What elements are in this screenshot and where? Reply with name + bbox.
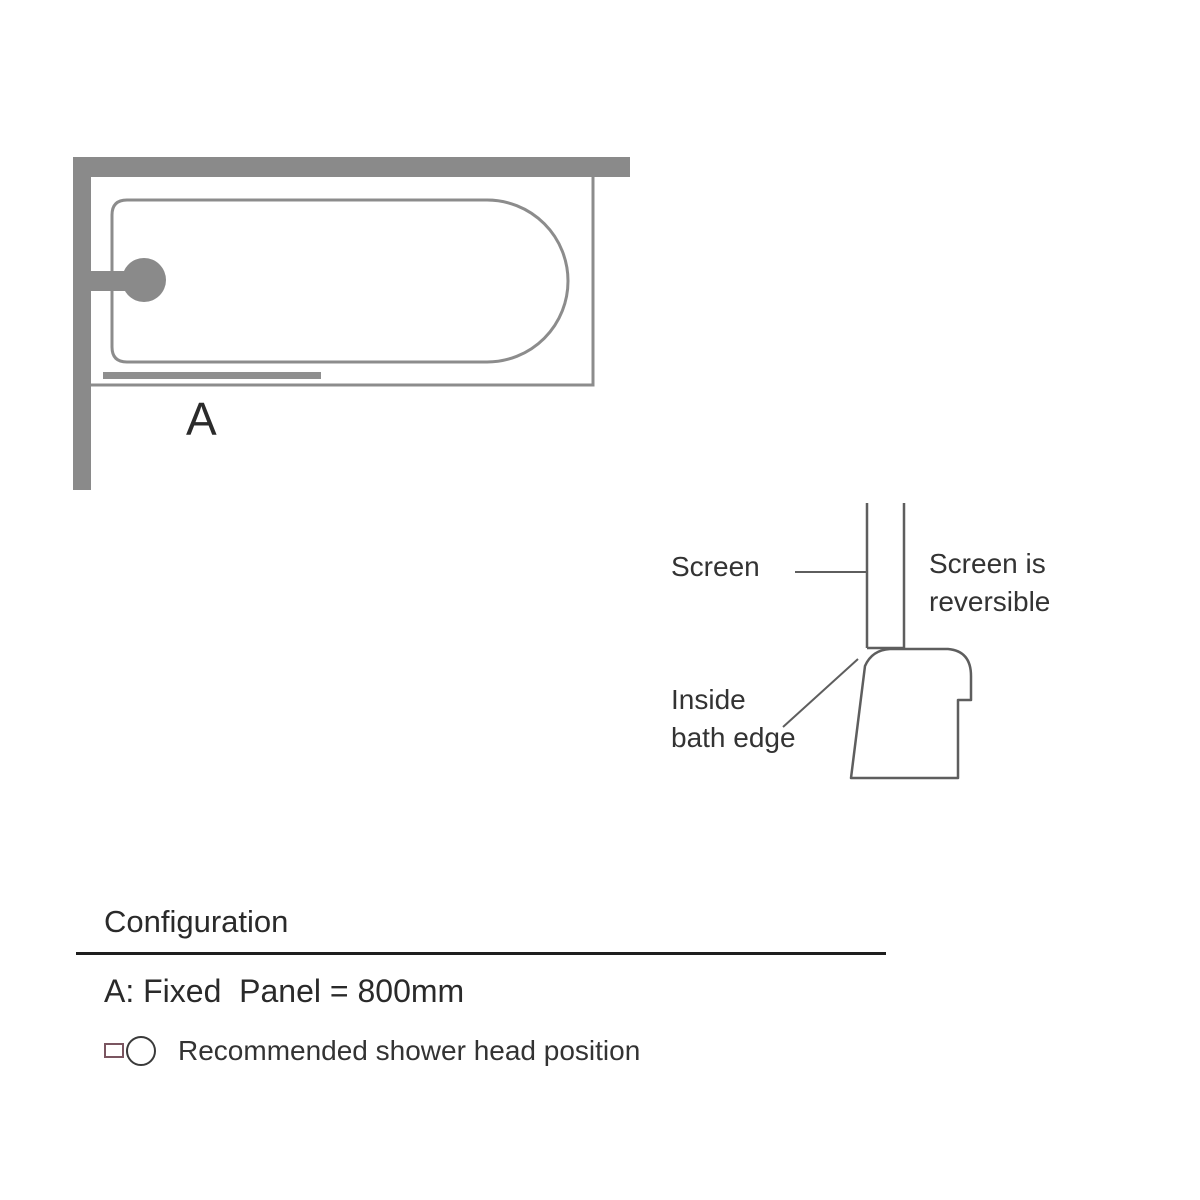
edge-leader-line <box>782 658 859 728</box>
screen-label: Screen <box>671 551 760 582</box>
bath-basin <box>110 198 570 364</box>
configuration-divider <box>76 952 886 955</box>
configuration-title: Configuration <box>104 904 289 939</box>
fixed-panel-a <box>103 372 321 379</box>
shower-head-icon <box>122 258 166 302</box>
panel-a-label: A <box>186 393 217 445</box>
edge-label-line1: Inside <box>671 684 746 715</box>
side-wall <box>73 157 91 490</box>
top-wall <box>73 157 630 177</box>
shower-arm <box>91 271 131 291</box>
reversible-label-line1: Screen is <box>929 548 1046 579</box>
bath-outer-rim <box>91 177 595 387</box>
legend-text: Recommended shower head position <box>178 1035 641 1066</box>
bath-edge-profile <box>849 647 973 780</box>
panel-dimension: A: Fixed Panel = 800mm <box>104 973 465 1009</box>
shower-head-legend-icon <box>104 1036 156 1066</box>
reversible-label-line2: reversible <box>929 586 1051 617</box>
edge-label-line2: bath edge <box>671 722 796 753</box>
